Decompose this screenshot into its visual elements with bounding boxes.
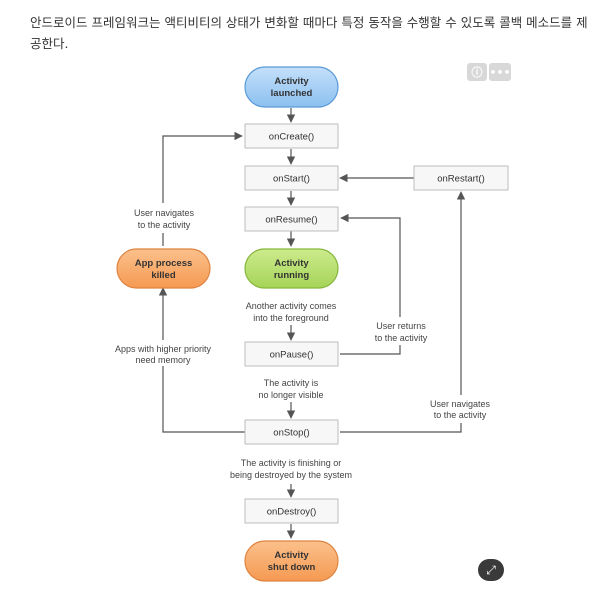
label-user-navigates-left-1: User navigates [134, 208, 195, 218]
label-user-returns-2: to the activity [375, 333, 428, 343]
label-no-longer-visible-1: The activity is [264, 378, 319, 388]
label-apps-higher-priority-2: need memory [135, 355, 191, 365]
label-finishing-1: The activity is finishing or [241, 458, 342, 468]
label-another-activity-1: Another activity comes [246, 301, 337, 311]
node-onrestart: onRestart() [437, 174, 485, 185]
node-onstop: onStop() [273, 428, 309, 439]
label-apps-higher-priority-1: Apps with higher priority [115, 344, 212, 354]
more-icon[interactable]: ••• [489, 63, 511, 81]
label-no-longer-visible-2: no longer visible [258, 390, 323, 400]
expand-icon[interactable]: ⤢ [478, 559, 504, 581]
node-onpause-box [244, 341, 339, 367]
label-user-navigates-right-2: to the activity [434, 410, 487, 420]
label-user-navigates-left-2: to the activity [138, 220, 191, 230]
node-onresume-box [244, 206, 339, 232]
label-another-activity-2: into the foreground [253, 313, 329, 323]
label-finishing-2: being destroyed by the system [230, 470, 352, 480]
image-toolbar: ⓘ ••• [467, 63, 511, 81]
node-onresume: onResume() [265, 215, 317, 226]
node-activity-launched: Activity launched [244, 66, 339, 108]
node-app-process-killed-line2: killed [151, 270, 175, 281]
node-onstop-box [244, 419, 339, 445]
node-app-process-killed-line1: App process [135, 258, 193, 269]
label-user-returns-1: User returns [376, 321, 426, 331]
label-user-navigates-right-1: User navigates [430, 399, 491, 409]
intro-text: 안드로이드 프레임워크는 액티비티의 상태가 변화할 때마다 특정 동작을 수행… [30, 15, 588, 51]
node-onstart: onStart() [273, 174, 310, 185]
node-activity-shut-down-line1: Activity [274, 550, 309, 561]
node-activity-launched-line1: Activity [274, 76, 309, 87]
node-oncreate-box [244, 123, 339, 149]
node-ondestroy-box [244, 498, 339, 524]
node-activity-running: Activity running [244, 248, 339, 289]
node-activity-shut-down: Activity shut down [244, 540, 339, 582]
node-activity-launched-line2: launched [271, 88, 313, 99]
node-activity-running-line1: Activity [274, 258, 309, 269]
node-onstart-box [244, 165, 339, 191]
connectors [158, 108, 466, 539]
node-activity-shut-down-line2: shut down [268, 562, 316, 573]
node-activity-running-line2: running [274, 270, 310, 281]
node-app-process-killed: App process killed [116, 248, 211, 289]
node-oncreate: onCreate() [269, 132, 314, 143]
node-onrestart-box [413, 165, 509, 191]
node-onpause: onPause() [270, 350, 314, 361]
info-icon[interactable]: ⓘ [467, 63, 487, 81]
arrow-onstop-to-onrestart [340, 191, 466, 433]
arrow-onpause-to-onresume [340, 213, 401, 355]
arrow-onstop-to-killed [158, 287, 245, 433]
node-ondestroy: onDestroy() [267, 507, 317, 518]
